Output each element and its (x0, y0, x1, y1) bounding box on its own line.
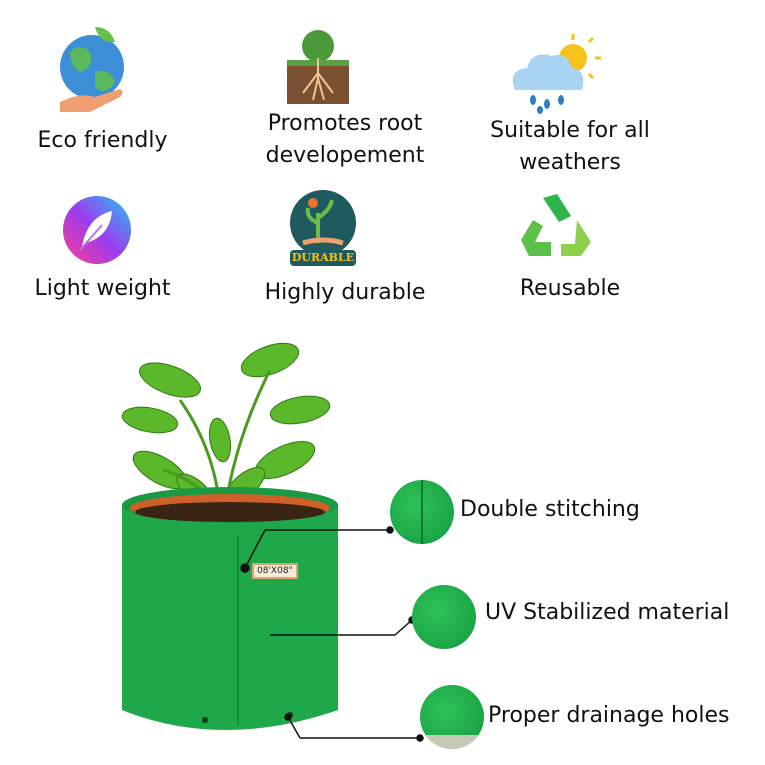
earth-hand-icon (60, 27, 124, 112)
feature-root-development: Promotes root developement (265, 111, 425, 168)
tree-roots-icon (287, 30, 349, 104)
feature-reusable: Reusable (519, 276, 621, 301)
double-stitching-closeup (390, 480, 454, 544)
durable-badge-text: DURABLE (290, 250, 356, 266)
recycle-icon (521, 194, 591, 256)
size-tag: 08'X08" (252, 563, 298, 579)
callout-double-stitching: Double stitching (460, 497, 640, 522)
callout-drainage-holes: Proper drainage holes (488, 703, 730, 728)
durable-badge-icon: DURABLE (288, 188, 358, 270)
feather-icon (63, 196, 131, 264)
uv-material-closeup (412, 585, 476, 649)
callout-uv-stabilized: UV Stabilized material (485, 600, 730, 625)
feature-eco-friendly: Eco friendly (37, 128, 168, 153)
grow-bag-with-plant (121, 342, 338, 730)
feature-highly-durable: Highly durable (264, 280, 426, 305)
feature-light-weight: Light weight (34, 276, 171, 301)
drainage-holes-closeup (420, 685, 484, 749)
sun-rain-cloud-icon (512, 34, 601, 114)
feature-all-weathers: Suitable for all weathers (490, 118, 650, 175)
